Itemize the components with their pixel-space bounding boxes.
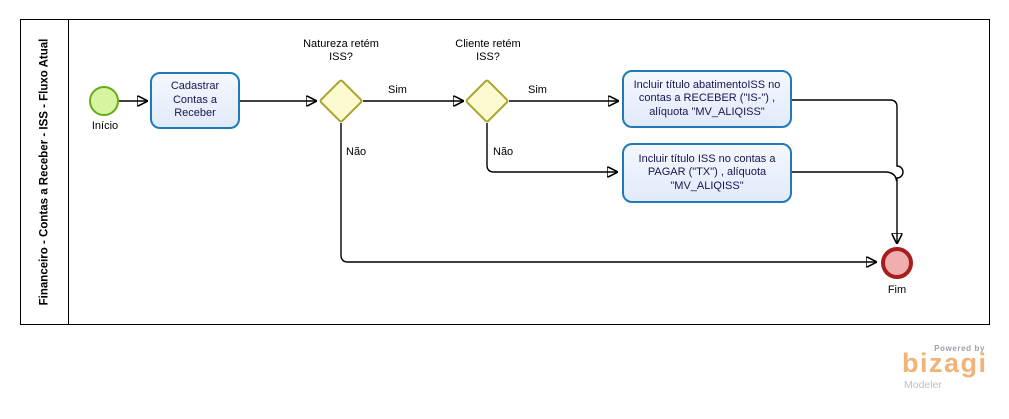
task-incluir-titulo-pagar-label: Incluir título ISS no contas a PAGAR ("T… [638,152,776,192]
edge-label-cliente-sim: Sim [528,84,547,96]
flow-natureza-nao-to-end [340,123,876,262]
end-event[interactable] [881,247,913,279]
task-cadastrar-contas[interactable]: Cadastrar Contas a Receber [150,72,240,129]
flow-task-receber-to-end [790,99,904,243]
edge-label-natureza-nao: Não [346,146,367,158]
bizagi-modeler-text: Modeler [904,379,942,391]
end-event-label: Fim [887,284,907,296]
task-incluir-titulo-receber[interactable]: Incluir título abatimentoISS no contas a… [622,70,792,128]
flow-cliente-nao-to-task-pagar [486,123,617,172]
flow-task-pagar-to-end [790,171,898,182]
start-event[interactable] [89,86,119,116]
start-event-label: Início [91,120,119,132]
powered-by-text: Powered by [934,344,985,353]
task-incluir-titulo-pagar[interactable]: Incluir título ISS no contas a PAGAR ("T… [622,143,792,203]
task-incluir-titulo-receber-label: Incluir título abatimentoISS no contas a… [633,78,781,118]
task-cadastrar-contas-label: Cadastrar Contas a Receber [170,80,220,120]
bizagi-logo: bizagi [902,348,988,378]
gateway-natureza-label: Natureza retém ISS? [303,38,379,63]
lane-header: Financeiro - Contas a Receber - ISS - Fl… [20,19,69,325]
edge-label-natureza-sim: Sim [388,84,407,96]
gateway-cliente-label: Cliente retém ISS? [455,38,521,63]
edge-label-cliente-nao: Não [493,146,514,158]
